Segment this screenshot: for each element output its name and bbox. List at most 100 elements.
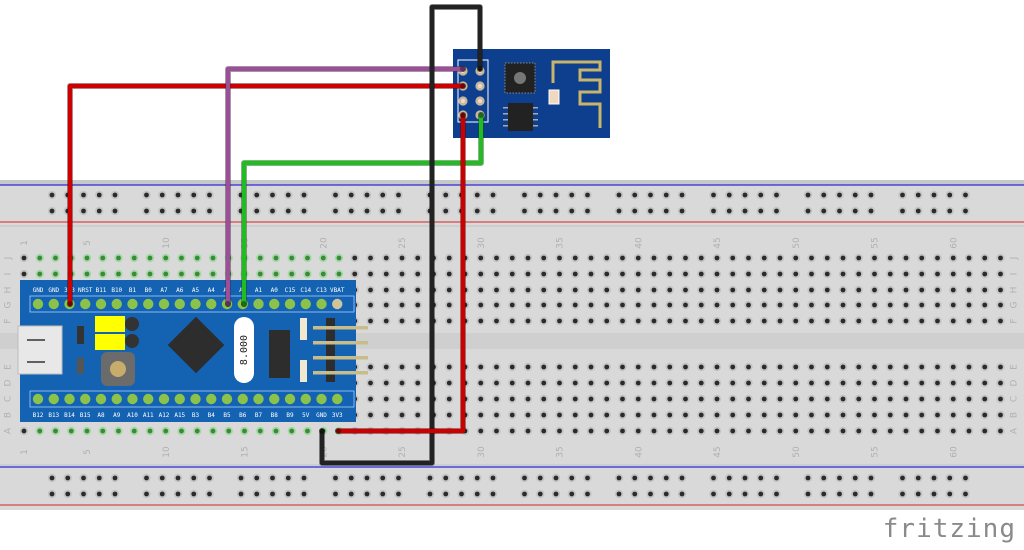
- hole: [383, 318, 389, 324]
- hole: [588, 396, 594, 402]
- hole: [478, 287, 484, 293]
- hole: [446, 412, 452, 418]
- hole: [982, 396, 988, 402]
- hole: [541, 287, 547, 293]
- hole: [903, 287, 909, 293]
- hole: [541, 271, 547, 277]
- swd-pin: [313, 341, 368, 345]
- hole: [37, 255, 43, 261]
- hole: [726, 491, 732, 497]
- row-label: G: [1010, 301, 1020, 308]
- hole: [982, 412, 988, 418]
- mcu-pin-pad-gnd: [316, 393, 327, 405]
- hole: [663, 475, 669, 481]
- hole: [368, 380, 373, 386]
- wire-3v3-to-esp-ch-pd: [67, 83, 466, 307]
- hole: [840, 287, 846, 293]
- row-label: B: [1010, 412, 1020, 418]
- mcu-pin-pad-a12: [158, 393, 170, 405]
- hole: [698, 318, 704, 324]
- hole: [541, 302, 547, 308]
- hole: [620, 412, 625, 418]
- hole: [509, 380, 515, 386]
- hole: [868, 491, 874, 497]
- hole: [935, 318, 940, 324]
- hole: [679, 475, 685, 481]
- hole: [368, 255, 373, 261]
- hole: [730, 396, 736, 402]
- hole: [903, 255, 909, 261]
- hole: [285, 475, 291, 481]
- mcu-pin-label: B0: [145, 287, 153, 294]
- hole: [415, 302, 421, 308]
- hole: [919, 302, 925, 308]
- hole: [950, 412, 956, 418]
- hole: [730, 364, 736, 370]
- hole: [714, 364, 720, 370]
- hole: [415, 412, 421, 418]
- hole: [746, 428, 751, 434]
- hole: [81, 475, 86, 481]
- row-label: D: [1010, 379, 1020, 386]
- flash-chip-pin: [533, 107, 538, 109]
- hole: [903, 271, 909, 277]
- hole: [21, 428, 27, 434]
- hole: [53, 271, 58, 277]
- wire-end: [67, 301, 73, 307]
- mcu-pin-pad-c15: [284, 298, 296, 310]
- column-label: 45: [713, 237, 723, 248]
- mcu-pin-label: VBAT: [330, 287, 345, 294]
- hole: [604, 271, 610, 277]
- hole: [620, 318, 625, 324]
- column-label: 50: [792, 446, 802, 458]
- hole: [856, 412, 862, 418]
- hole: [585, 491, 590, 497]
- hole: [399, 318, 405, 324]
- hole: [809, 302, 814, 308]
- hole: [635, 428, 641, 434]
- hole: [616, 192, 622, 198]
- hole: [793, 302, 799, 308]
- hole: [840, 396, 846, 402]
- hole: [663, 208, 669, 214]
- hole: [541, 428, 547, 434]
- mcu-pin-label: B9: [286, 412, 294, 419]
- hole: [730, 302, 736, 308]
- hole: [900, 491, 905, 497]
- mcu-pin-label: A15: [174, 412, 185, 419]
- hole: [809, 380, 814, 386]
- hole: [714, 396, 720, 402]
- hole: [903, 380, 909, 386]
- hole: [37, 428, 43, 434]
- hole: [396, 192, 401, 198]
- column-label: 25: [398, 446, 408, 457]
- hole: [553, 491, 559, 497]
- hole: [604, 318, 610, 324]
- esp-pin-hole: [478, 84, 482, 88]
- hole: [616, 475, 622, 481]
- hole: [443, 208, 449, 214]
- hole: [887, 271, 893, 277]
- wifi-module[interactable]: [453, 49, 610, 138]
- hole: [572, 380, 578, 386]
- hole: [761, 271, 767, 277]
- mcu-pin-pad-3v3: [332, 393, 343, 405]
- mcu-pin-label: B13: [48, 412, 59, 419]
- hole: [758, 491, 764, 497]
- hole: [966, 428, 972, 434]
- hole: [663, 192, 669, 198]
- hole: [273, 255, 279, 261]
- hole: [698, 412, 704, 418]
- hole: [632, 491, 638, 497]
- hole: [742, 192, 748, 198]
- hole: [179, 255, 184, 261]
- hole: [821, 192, 827, 198]
- led: [300, 360, 307, 382]
- wires: [67, 4, 484, 466]
- hole: [399, 287, 405, 293]
- hole: [96, 475, 102, 481]
- hole: [840, 380, 846, 386]
- hole: [352, 255, 358, 261]
- hole: [446, 302, 452, 308]
